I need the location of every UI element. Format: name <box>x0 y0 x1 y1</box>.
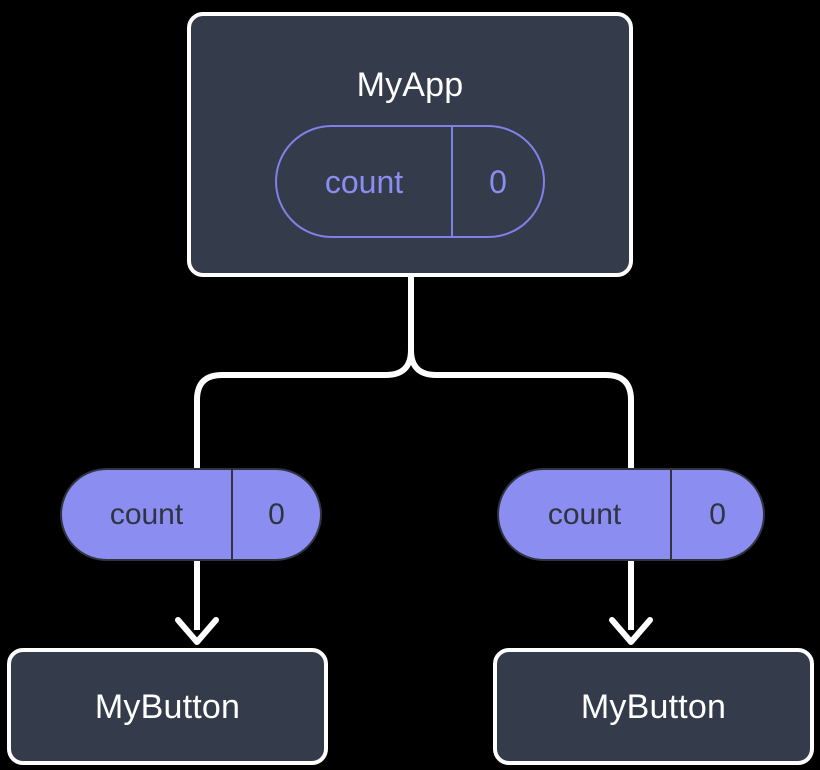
arrowhead-right-icon <box>609 617 653 645</box>
child-component-node-left[interactable]: MyButton <box>7 648 328 765</box>
prop-pill-right-key: count <box>547 497 622 531</box>
root-state-key: count <box>324 163 404 200</box>
prop-pill-left-value: 0 <box>231 470 320 559</box>
connector-root-to-left-prop <box>194 274 414 473</box>
child-component-left-title: MyButton <box>94 687 241 726</box>
prop-pill-left-key: count <box>109 497 184 531</box>
prop-pill-right-value: 0 <box>670 470 763 559</box>
prop-pill-left[interactable]: count 0 <box>60 468 322 561</box>
arrowhead-left-icon <box>175 617 219 645</box>
root-component-title: MyApp <box>356 66 464 104</box>
child-component-right-title: MyButton <box>580 687 727 726</box>
child-component-node-right[interactable]: MyButton <box>493 648 814 765</box>
root-state-pill[interactable]: count 0 <box>275 125 545 238</box>
prop-pill-right[interactable]: count 0 <box>497 468 765 561</box>
root-state-value: 0 <box>451 127 543 236</box>
connector-root-to-right-prop <box>408 274 634 473</box>
